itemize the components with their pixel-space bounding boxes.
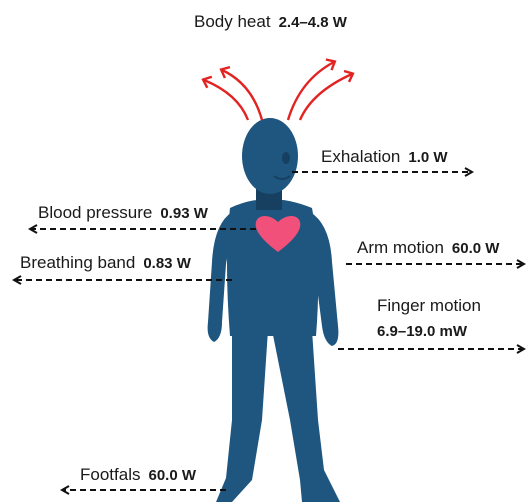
finger-motion-value: 6.9–19.0 mW — [377, 324, 481, 339]
exhalation-label: Exhalation 1.0 W — [321, 148, 448, 165]
arm-motion-value: 60.0 W — [452, 240, 500, 257]
heat-arrow — [288, 62, 334, 120]
nose — [282, 152, 290, 164]
footfalls-value: 60.0 W — [148, 467, 196, 484]
body-heat-arrows — [204, 62, 352, 120]
breathing-band-name: Breathing band — [20, 253, 135, 272]
body-heat-label: Body heat 2.4–4.8 W — [194, 13, 347, 30]
footfalls-name: Footfals — [80, 465, 140, 484]
heat-arrow — [204, 80, 248, 120]
body-heat-name: Body heat — [194, 12, 271, 31]
arm-motion-label: Arm motion 60.0 W — [357, 239, 499, 256]
right-leg — [272, 330, 340, 502]
human-figure — [208, 118, 340, 502]
blood-pressure-value: 0.93 W — [160, 205, 208, 222]
exhalation-value: 1.0 W — [408, 149, 447, 166]
blood-pressure-name: Blood pressure — [38, 203, 152, 222]
exhalation-name: Exhalation — [321, 147, 400, 166]
arm-motion-name: Arm motion — [357, 238, 444, 257]
breathing-band-label: Breathing band 0.83 W — [20, 254, 191, 271]
footfalls-label: Footfals 60.0 W — [80, 466, 196, 483]
finger-motion-name: Finger motion — [377, 296, 481, 315]
breathing-band-value: 0.83 W — [143, 255, 191, 272]
finger-motion-label: Finger motion 6.9–19.0 mW — [377, 297, 481, 339]
body-heat-value: 2.4–4.8 W — [279, 14, 347, 31]
blood-pressure-label: Blood pressure 0.93 W — [38, 204, 208, 221]
left-leg — [216, 330, 268, 502]
